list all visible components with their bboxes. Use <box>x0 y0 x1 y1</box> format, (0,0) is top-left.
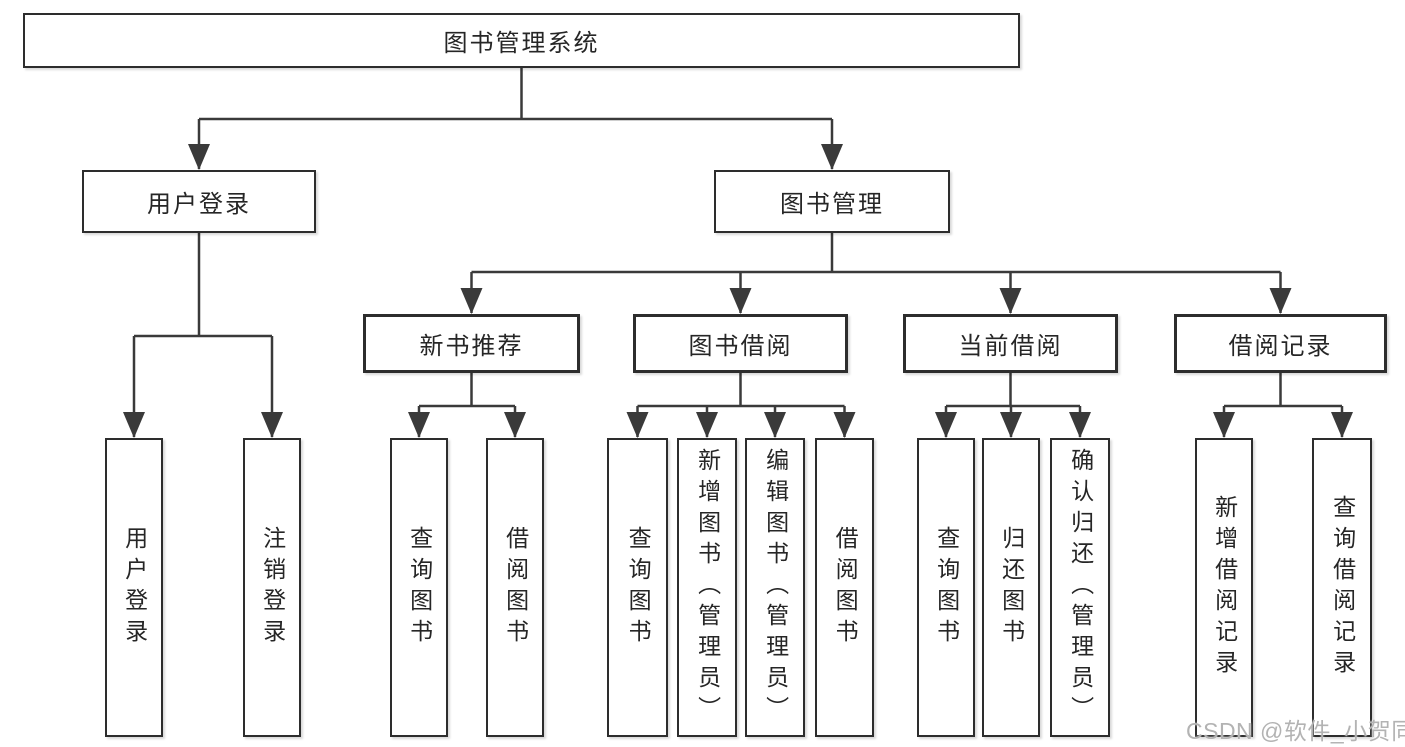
leaf-query-books-3: 查询图书 <box>917 438 975 737</box>
leaf-borrow-books-1: 借阅图书 <box>486 438 544 737</box>
node-label: 图书管理 <box>780 191 884 218</box>
node-book-borrowing: 图书借阅 <box>633 314 848 373</box>
node-borrowing-records: 借阅记录 <box>1174 314 1387 373</box>
node-label: 查询图书 <box>406 525 433 650</box>
leaf-edit-book-admin: 编辑图书（管理员） <box>745 438 805 737</box>
leaf-query-borrow-record: 查询借阅记录 <box>1312 438 1372 737</box>
node-label: 用户登录 <box>121 525 148 650</box>
rail-new-book-recommend <box>419 373 515 408</box>
rail-root <box>199 68 832 121</box>
node-label: 注销登录 <box>259 525 286 650</box>
node-user-login: 用户登录 <box>82 170 316 233</box>
leaf-query-books-2: 查询图书 <box>607 438 668 737</box>
node-label: 新书推荐 <box>419 333 524 360</box>
node-label: 新增图书（管理员） <box>694 448 721 727</box>
node-label: 借阅记录 <box>1228 333 1333 360</box>
rail-book-management <box>471 233 1281 274</box>
leaf-borrow-books-2: 借阅图书 <box>815 438 874 737</box>
node-label: 借阅图书 <box>502 525 529 650</box>
node-label: 用户登录 <box>147 191 251 218</box>
node-label: 图书借阅 <box>688 333 793 360</box>
node-label: 确认归还（管理员） <box>1067 448 1094 727</box>
node-label: 查询图书 <box>625 525 652 650</box>
leaf-add-borrow-record: 新增借阅记录 <box>1195 438 1253 737</box>
rail-current-borrowing <box>946 373 1080 408</box>
leaf-confirm-return-admin: 确认归还（管理员） <box>1050 438 1110 737</box>
node-label: 新增借阅记录 <box>1211 494 1238 681</box>
node-library-management-system: 图书管理系统 <box>23 13 1020 68</box>
watermark-csdn: CSDN @软件_小贺同学 <box>1186 718 1405 744</box>
leaf-logout: 注销登录 <box>243 438 301 737</box>
node-label: 编辑图书（管理员） <box>762 448 789 727</box>
leaf-add-book-admin: 新增图书（管理员） <box>677 438 737 737</box>
node-current-borrowing: 当前借阅 <box>903 314 1118 373</box>
rail-borrowing-records <box>1224 373 1342 408</box>
leaf-user-login: 用户登录 <box>105 438 163 737</box>
leaf-query-books-1: 查询图书 <box>390 438 448 737</box>
node-label: 图书管理系统 <box>443 30 600 57</box>
node-label: 当前借阅 <box>958 333 1063 360</box>
leaf-return-books: 归还图书 <box>982 438 1040 737</box>
node-label: 借阅图书 <box>832 525 859 650</box>
rail-book-borrowing <box>637 373 845 408</box>
node-label: 归还图书 <box>998 525 1025 650</box>
node-new-book-recommend: 新书推荐 <box>363 314 580 373</box>
node-label: 查询借阅记录 <box>1329 494 1356 681</box>
node-label: 查询图书 <box>933 525 960 650</box>
node-book-management: 图书管理 <box>714 170 950 233</box>
rail-user-login <box>134 233 272 338</box>
